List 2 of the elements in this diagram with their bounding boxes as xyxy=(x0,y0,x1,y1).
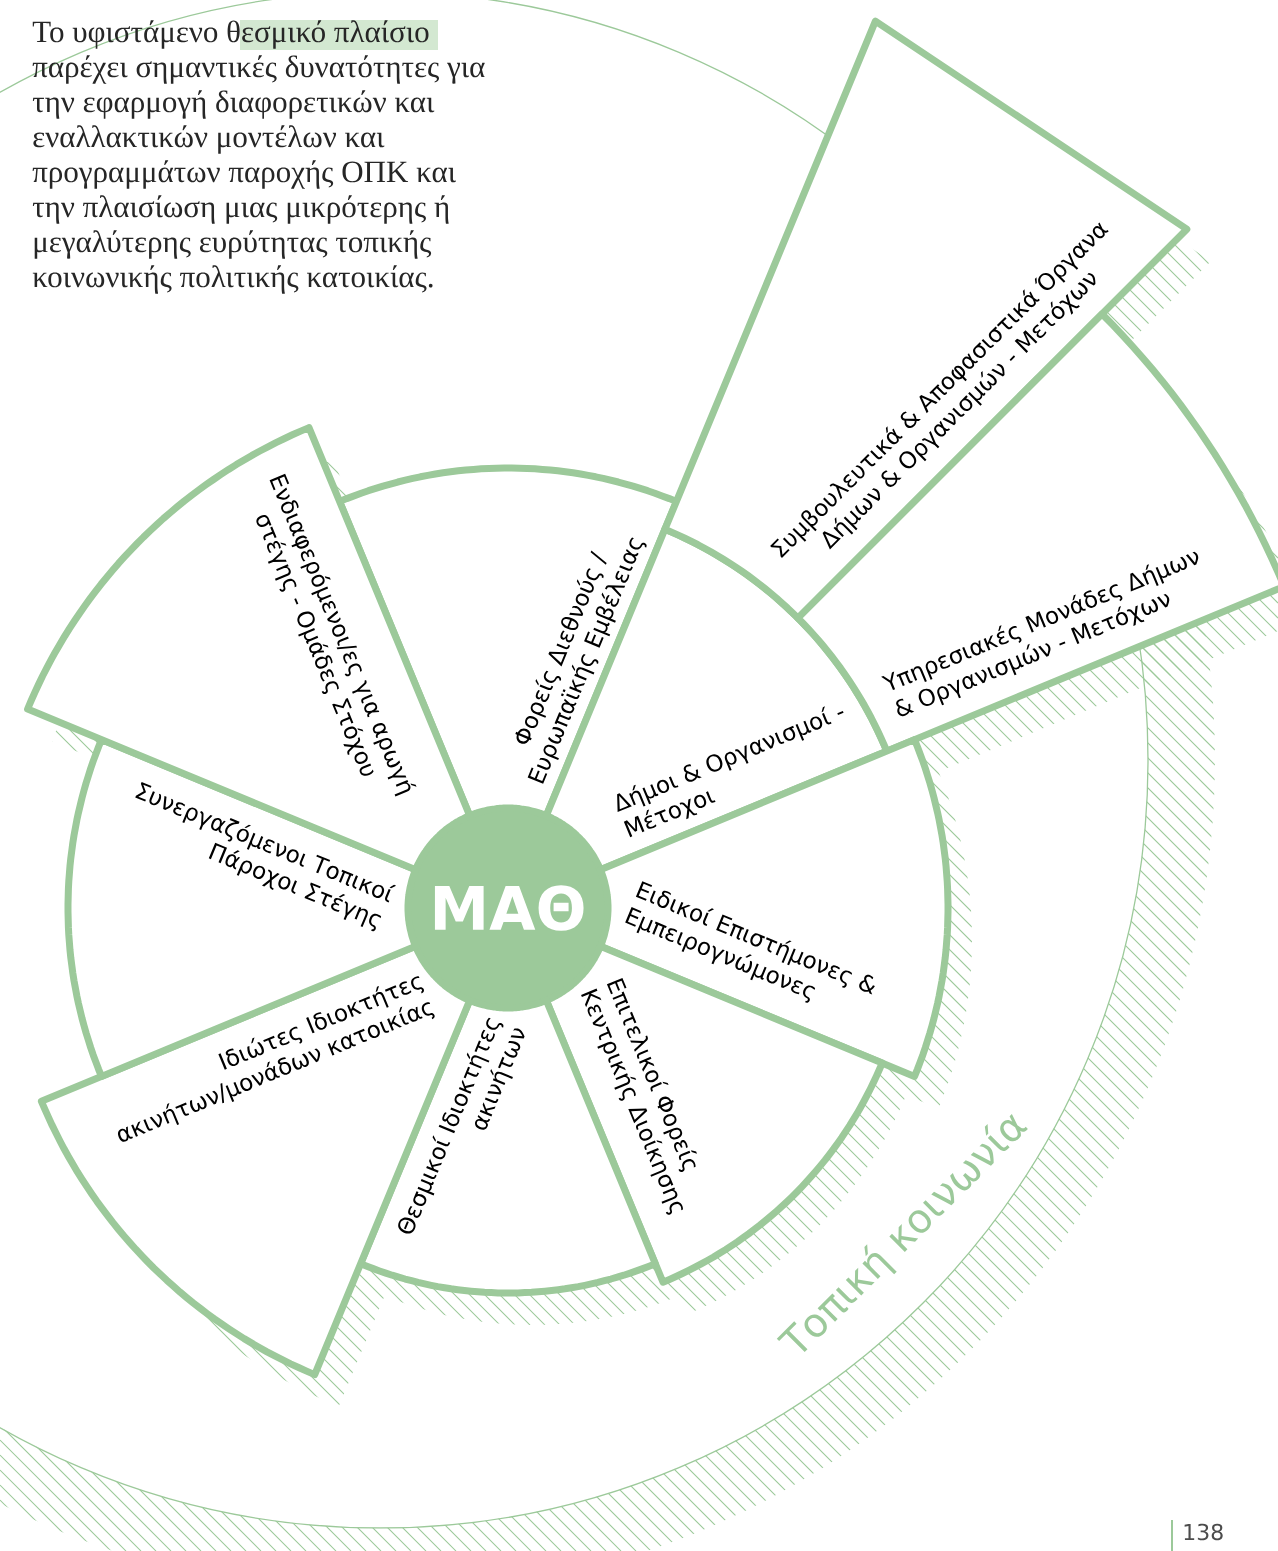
paragraph: Το υφιστάμενο θεσμικό πλαίσιο παρέχει σημαντικές δυνατότητες για την εφαρμογή διαφορετικών και εναλλακτικών μοντέλων και προγραμμάτων παροχής ΟΠΚ και την πλαισίωση μιας μικρότερης ή μεγαλύτερης ευρύτητας τοπικής κοινωνικής πολιτικής κατοικίας. xyxy=(32,20,485,294)
page-number: 138 xyxy=(1184,1523,1223,1541)
